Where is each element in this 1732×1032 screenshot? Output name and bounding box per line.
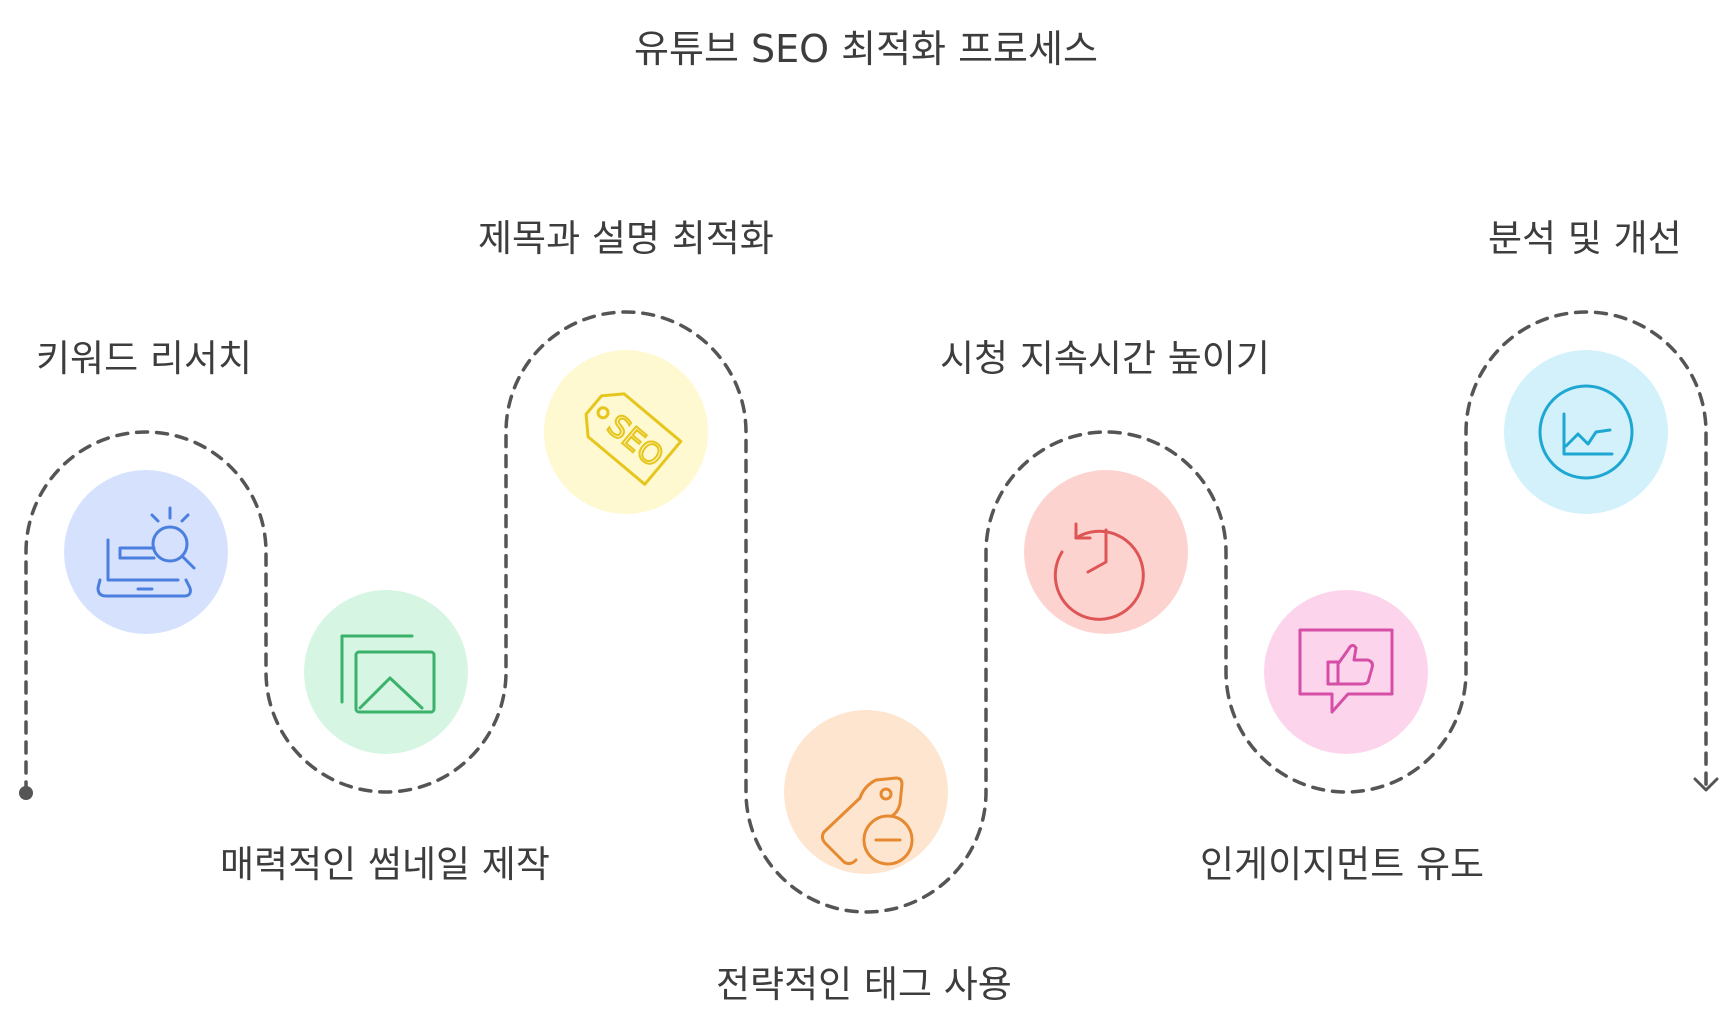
- step-7-label: 분석 및 개선: [1488, 217, 1682, 260]
- step-1-circle: [64, 470, 228, 634]
- step-7-circle: [1504, 350, 1668, 514]
- laptop-search-icon: [96, 506, 196, 598]
- path-start-dot: [19, 786, 33, 800]
- seo-tag-icon: SEO: [584, 392, 683, 486]
- analytics-chart-icon: [1538, 384, 1634, 480]
- step-2-circle: [304, 590, 468, 754]
- step-6-circle: [1264, 590, 1428, 754]
- step-4-label: 전략적인 태그 사용: [716, 963, 1012, 1006]
- step-2-label: 매력적인 썸네일 제작: [220, 843, 550, 886]
- path-end-arrow: [1693, 777, 1719, 792]
- step-5-circle: [1024, 470, 1188, 634]
- step-1-label: 키워드 리서치: [36, 337, 253, 380]
- image-gallery-icon: [340, 634, 436, 714]
- step-5-label: 시청 지속시간 높이기: [940, 337, 1270, 380]
- thumbs-up-message-icon: [1298, 628, 1394, 714]
- step-3-label: 제목과 설명 최적화: [478, 217, 774, 260]
- step-3-circle: SEO: [544, 350, 708, 514]
- history-clock-icon: [1053, 522, 1145, 621]
- step-4-circle: [784, 710, 948, 874]
- tag-minus-icon: [820, 776, 914, 866]
- diagram-title: 유튜브 SEO 최적화 프로세스: [634, 27, 1098, 71]
- step-6-label: 인게이지먼트 유도: [1200, 843, 1485, 886]
